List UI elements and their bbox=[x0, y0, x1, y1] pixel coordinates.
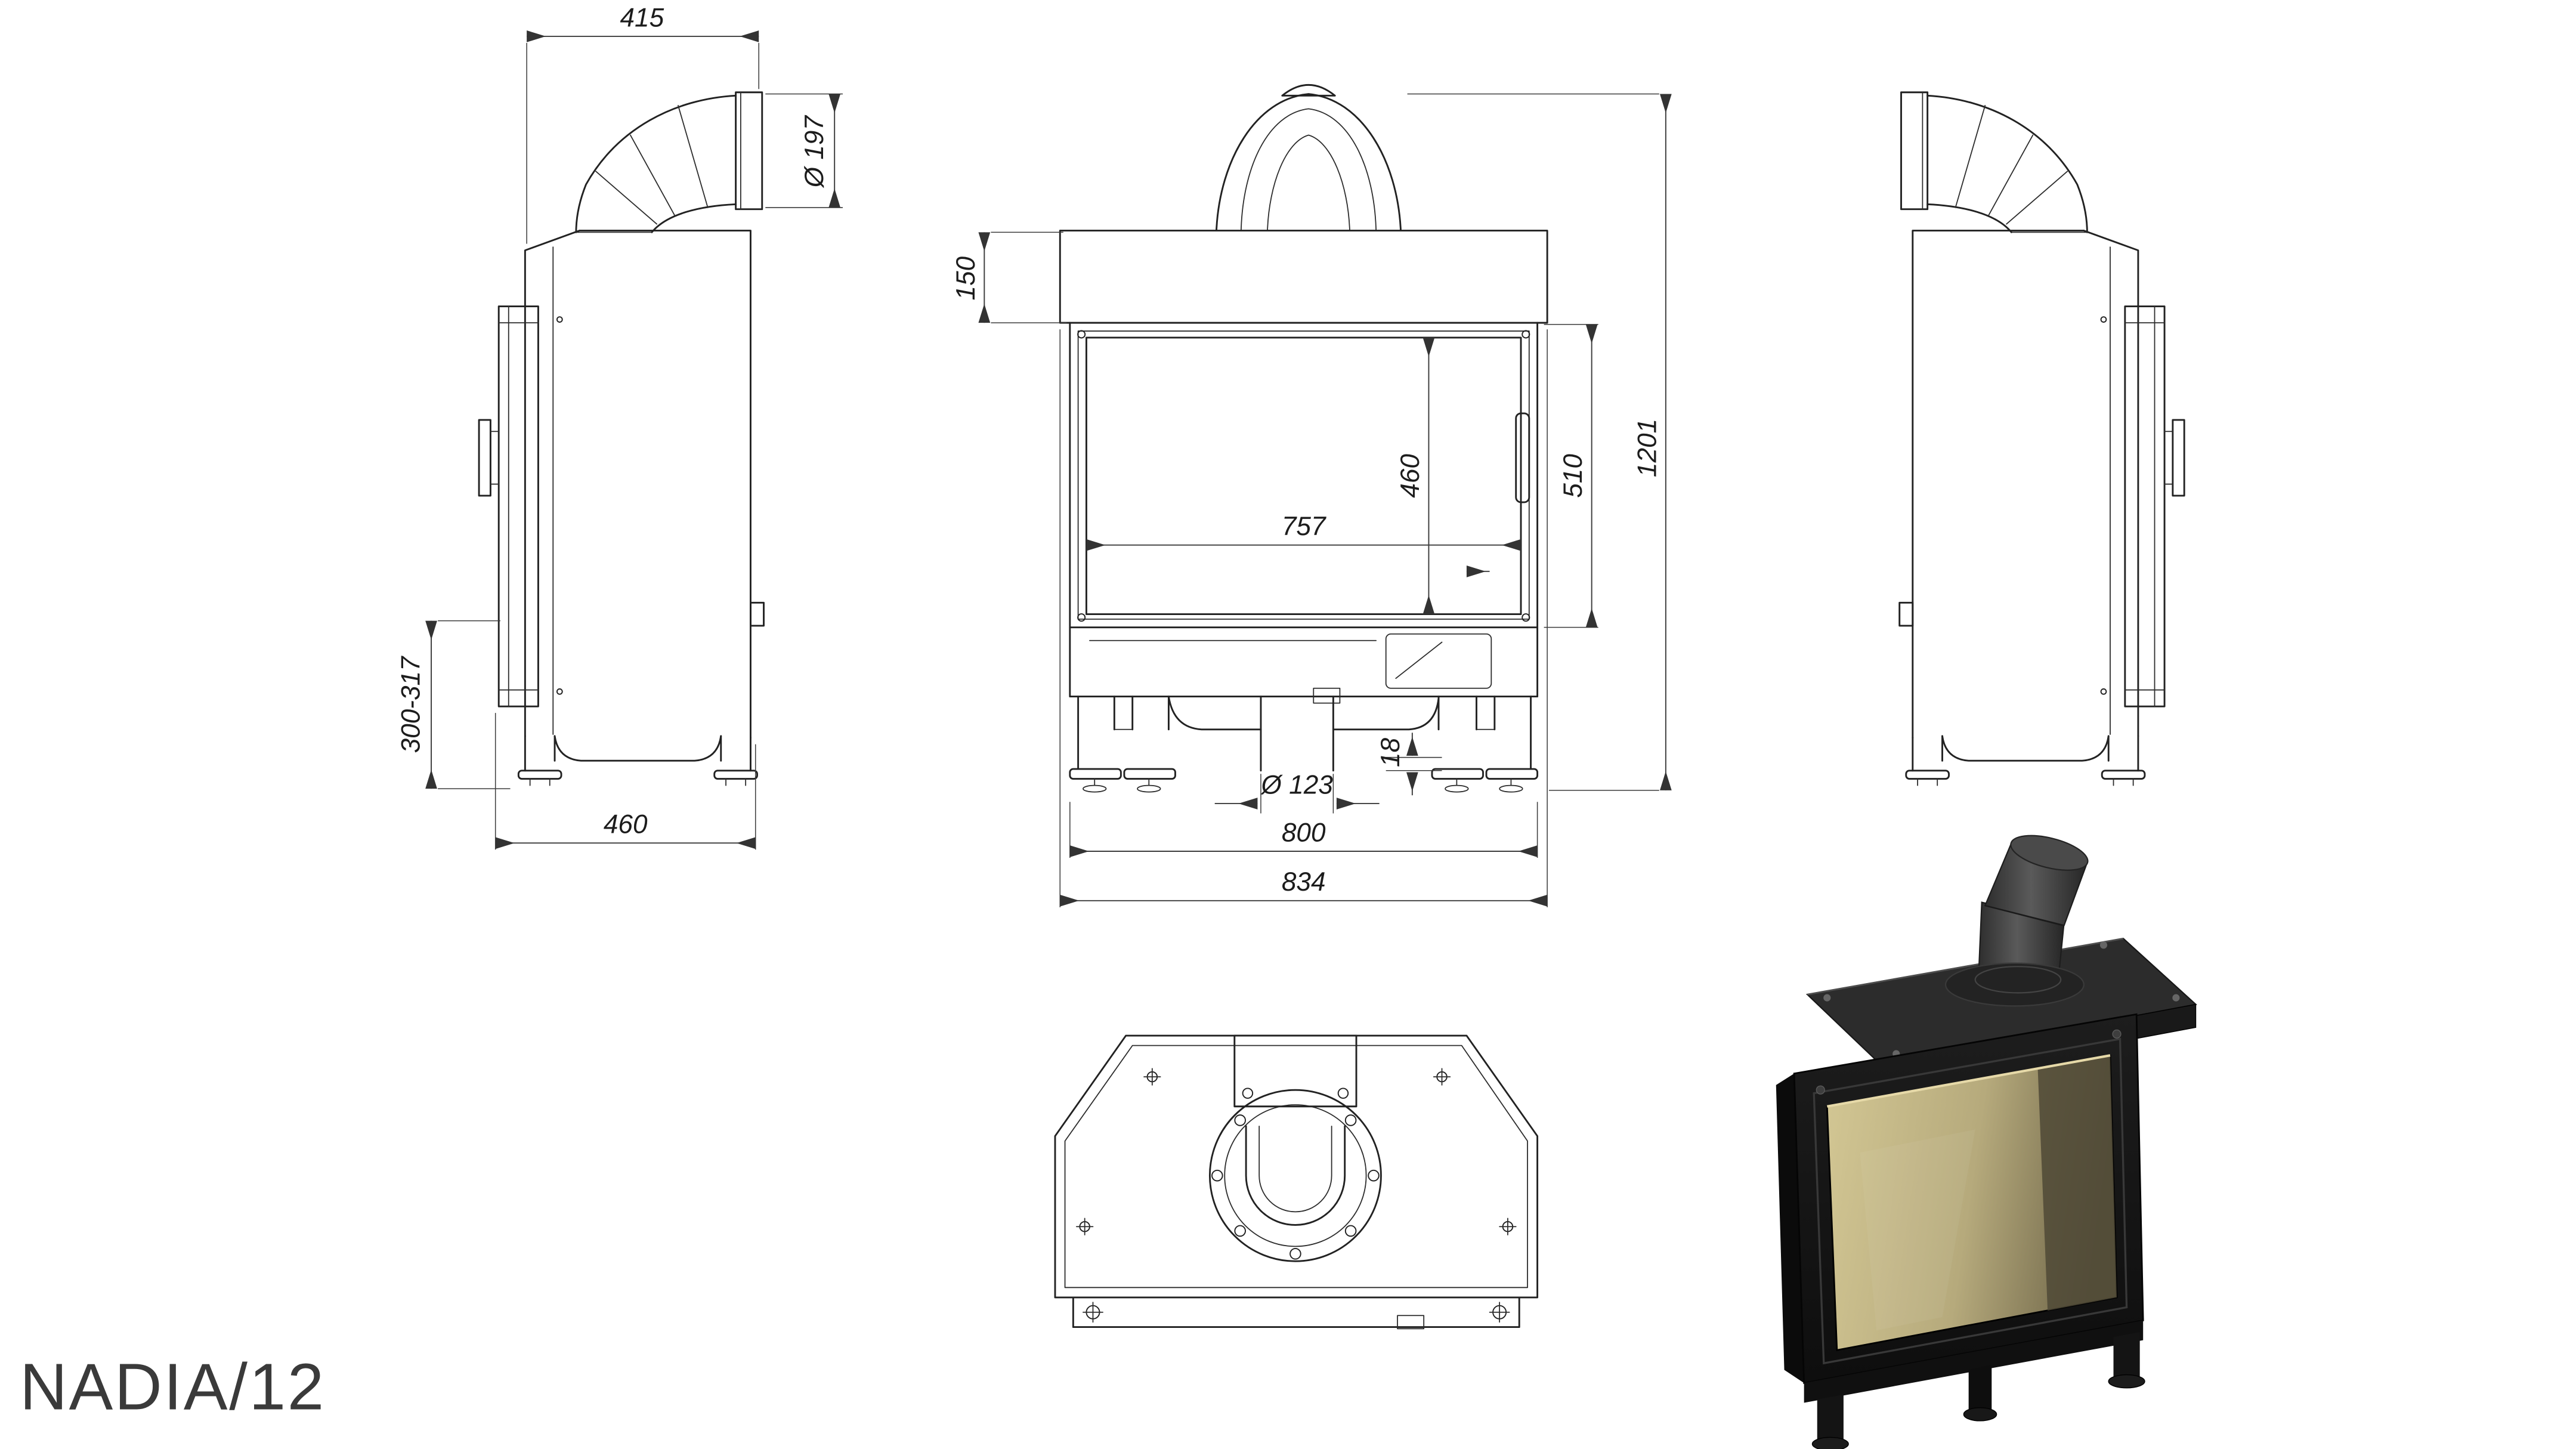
dim-label-18: 18 bbox=[1376, 737, 1405, 767]
render-screw bbox=[2099, 941, 2108, 949]
render-base-legs bbox=[1804, 1320, 2145, 1449]
flue-elbow bbox=[575, 91, 763, 233]
body-side-profile bbox=[524, 230, 765, 739]
glass-front bbox=[1085, 336, 1522, 616]
dim-glass-width: 757 bbox=[1086, 512, 1522, 551]
flue-elbow-right bbox=[1900, 91, 2088, 233]
dim-overall-width: 834 bbox=[1059, 329, 1548, 907]
plan-screws bbox=[1075, 1068, 1517, 1235]
dim-foot-height: 18 bbox=[1376, 733, 1442, 796]
dim-top-depth: 415 bbox=[526, 3, 760, 244]
plan-view bbox=[1054, 1034, 1539, 1330]
dim-label-757: 757 bbox=[1282, 512, 1326, 541]
left-side-view: 415 Ø 197 300-317 460 bbox=[397, 3, 843, 850]
door-side-profile-right bbox=[2124, 305, 2185, 707]
render-screw bbox=[2172, 994, 2180, 1002]
front-view: 150 460 510 1201 757 Ø 123 bbox=[951, 84, 1672, 907]
render-screw bbox=[1823, 994, 1831, 1002]
dim-label-150: 150 bbox=[951, 256, 981, 300]
product-render bbox=[1776, 835, 2197, 1449]
plan-front-band bbox=[1072, 1296, 1520, 1330]
dim-label-1201: 1201 bbox=[1632, 419, 1662, 477]
control-lever-panel bbox=[1385, 633, 1492, 689]
dim-label-460-depth: 460 bbox=[604, 810, 648, 839]
dim-label-300-317: 300-317 bbox=[397, 656, 426, 753]
dim-label-800: 800 bbox=[1282, 818, 1326, 847]
dim-label-460-glass: 460 bbox=[1396, 454, 1425, 498]
dim-label-834: 834 bbox=[1282, 867, 1326, 897]
dim-body-width: 800 bbox=[1069, 802, 1538, 858]
dim-top-section-height: 150 bbox=[951, 231, 1067, 323]
flue-box-plan bbox=[1233, 1034, 1357, 1108]
dim-label-510: 510 bbox=[1558, 454, 1588, 498]
legs-side bbox=[517, 735, 758, 786]
rear-connection-stub bbox=[749, 601, 765, 627]
door-handle-side bbox=[478, 419, 491, 497]
body-side-profile-right bbox=[1898, 230, 2139, 739]
dim-label-123: Ø 123 bbox=[1260, 770, 1334, 799]
dim-flue-diameter: Ø 197 bbox=[765, 93, 843, 208]
door-handle-front bbox=[1515, 412, 1530, 503]
air-inlet-duct bbox=[1260, 696, 1334, 772]
model-label: NADIA/12 bbox=[20, 1351, 326, 1424]
chimney-cowl bbox=[1216, 84, 1402, 232]
flue-collar-plan bbox=[1208, 1089, 1382, 1262]
dim-glass-height: 460 bbox=[1396, 337, 1435, 614]
dim-rear-connection-height: 300-317 bbox=[397, 620, 511, 789]
right-side-view bbox=[1898, 91, 2185, 786]
render-glass bbox=[1826, 1054, 2118, 1351]
door-side-profile bbox=[478, 305, 539, 707]
render-flue-collar bbox=[1944, 962, 2085, 1007]
dim-label-415: 415 bbox=[620, 3, 664, 32]
latch-detail bbox=[1313, 687, 1341, 704]
dim-overall-depth: 460 bbox=[494, 713, 756, 850]
dim-overall-height: 1201 bbox=[1407, 93, 1672, 791]
legs-side-right bbox=[1905, 735, 2146, 786]
legs-front bbox=[1069, 696, 1539, 793]
dim-door-frame-height: 510 bbox=[1544, 324, 1598, 628]
dim-air-inlet-diameter: Ø 123 bbox=[1214, 770, 1380, 814]
body-front bbox=[1059, 230, 1548, 704]
dim-label-197: Ø 197 bbox=[800, 115, 829, 189]
